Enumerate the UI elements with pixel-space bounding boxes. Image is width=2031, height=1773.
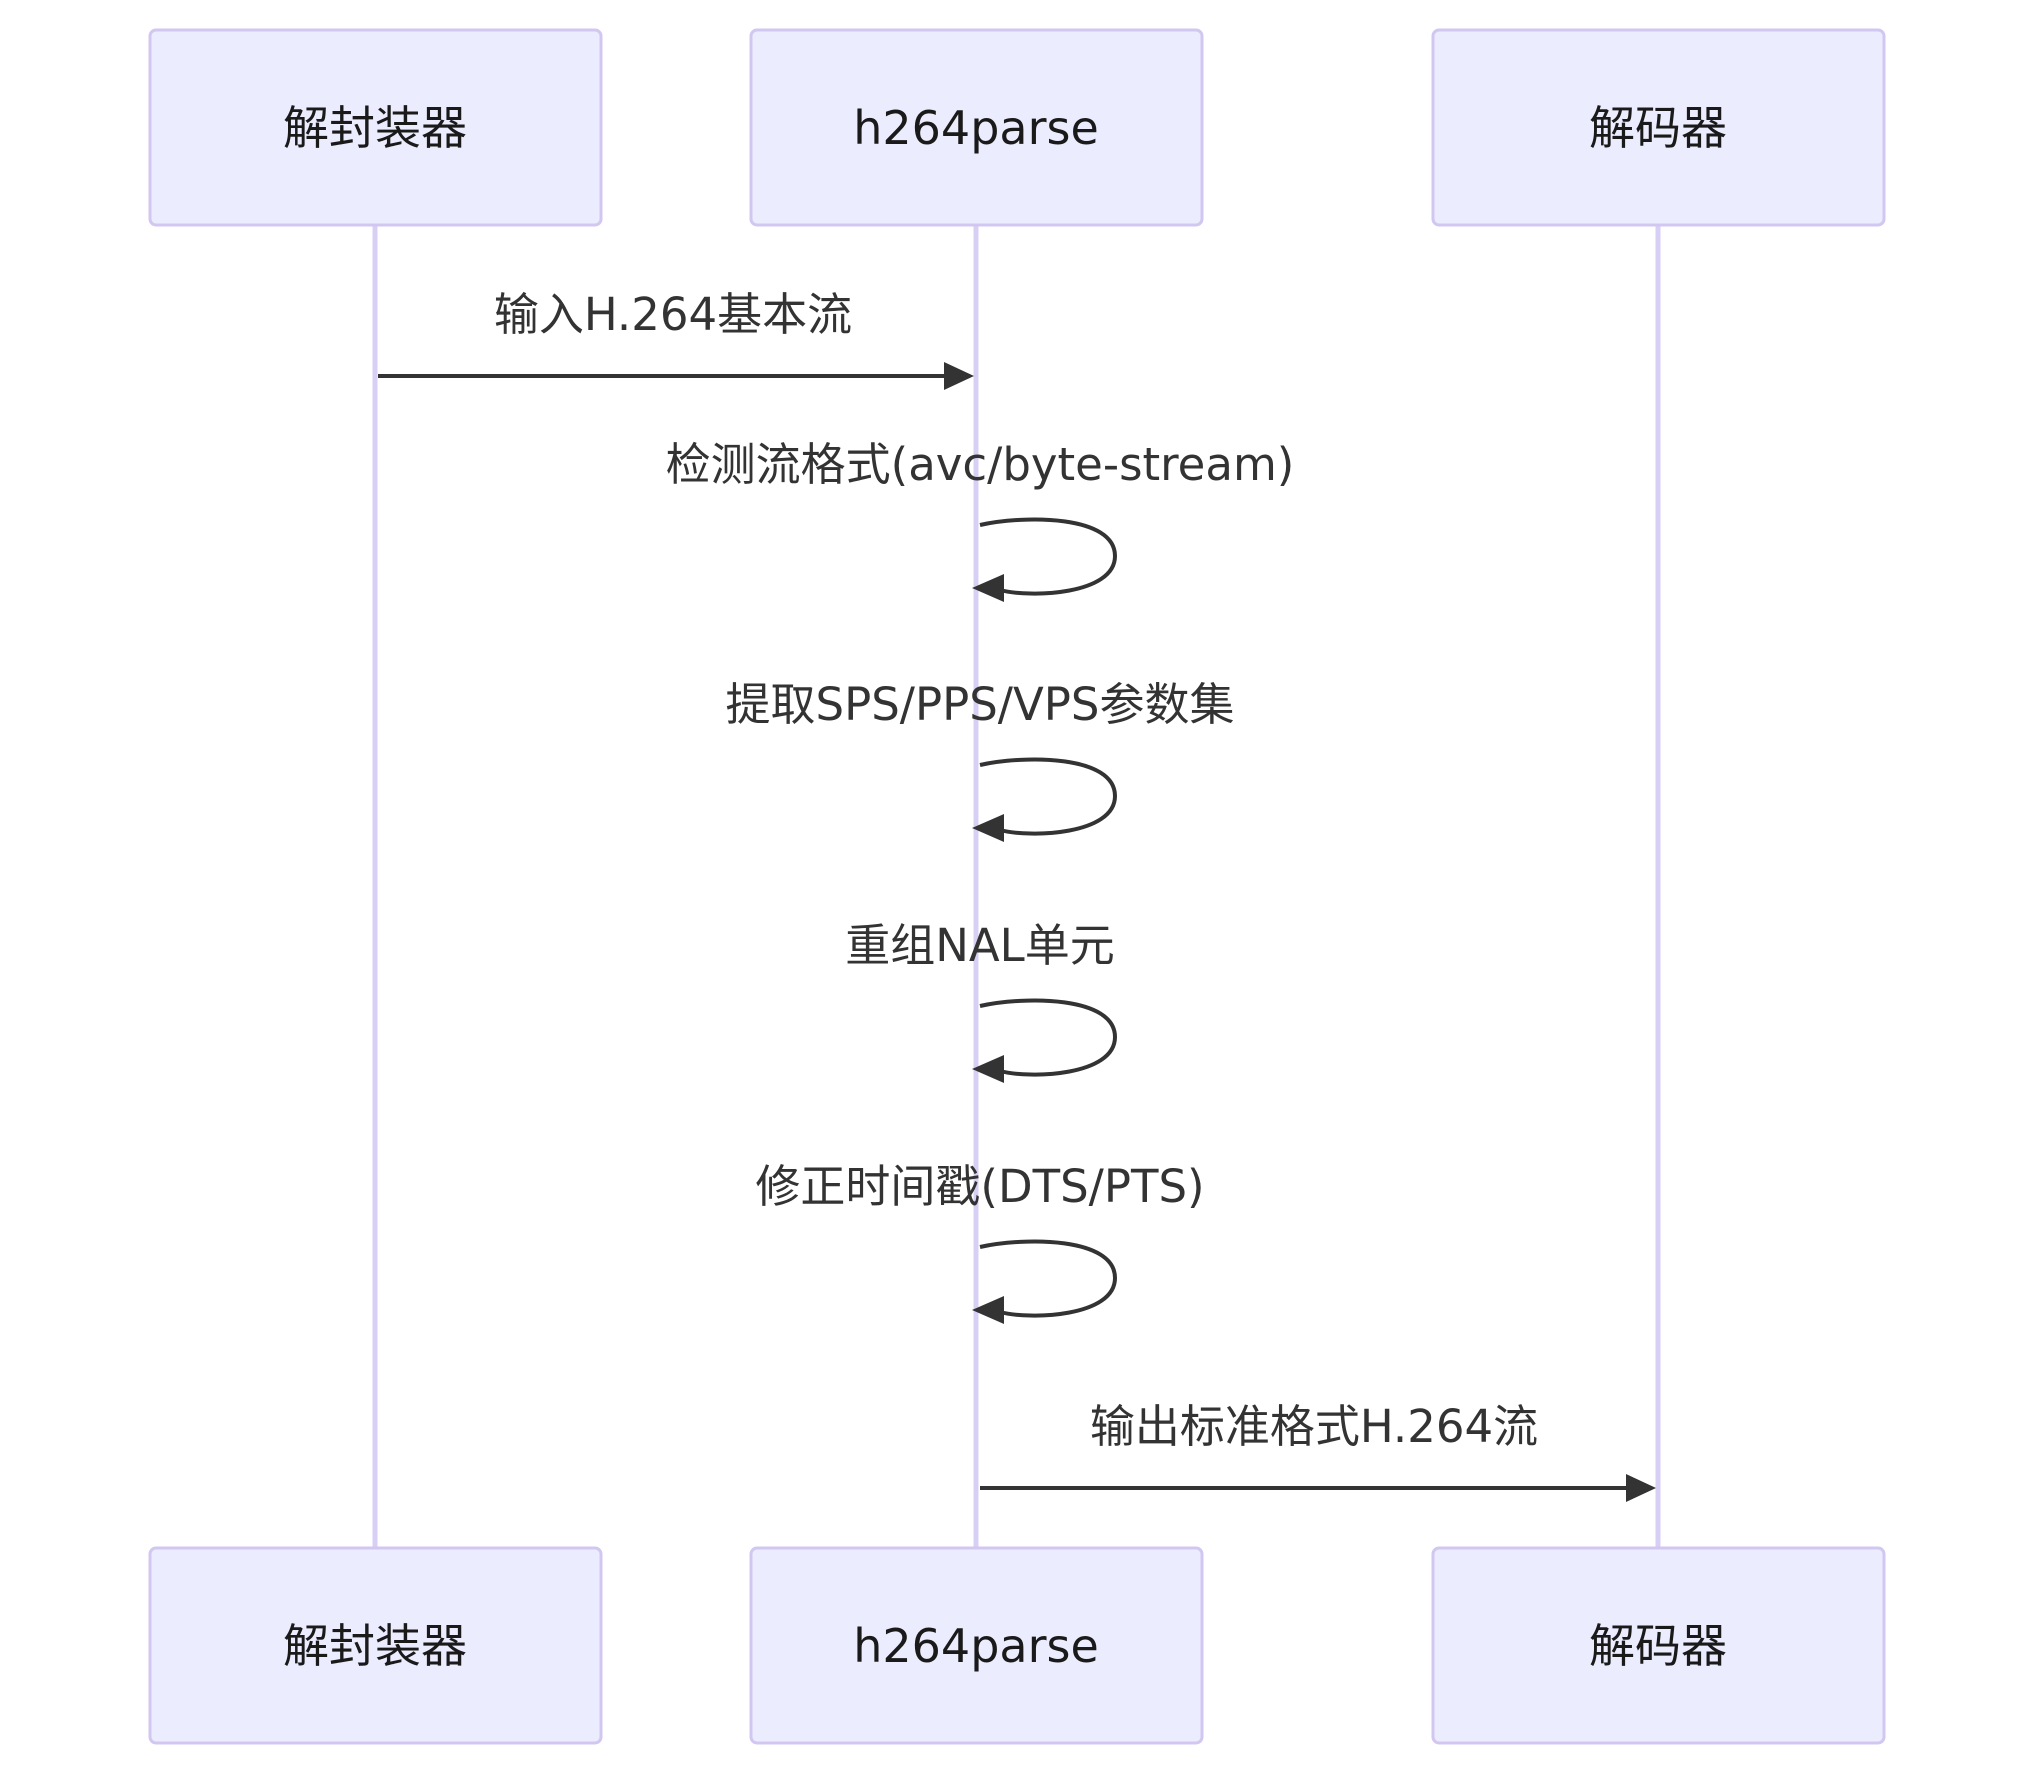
participant-top-decoder: 解码器	[1431, 28, 1886, 227]
self-loop-arrowhead	[972, 1055, 1004, 1083]
message-output-stream: 输出标准格式H.264流	[980, 1400, 1656, 1502]
self-message-extract-params: 提取SPS/PPS/VPS参数集	[726, 678, 1235, 842]
participant-top-parser: h264parse	[749, 28, 1204, 227]
self-message-reassemble-nal: 重组NAL单元	[845, 919, 1118, 1083]
message-arrowhead	[944, 362, 974, 390]
participant-top-demux: 解封装器	[148, 28, 603, 227]
participant-label: 解封装器	[283, 1619, 467, 1673]
participant-label: 解码器	[1589, 101, 1727, 155]
message-label: 检测流格式(avc/byte-stream)	[666, 438, 1295, 491]
self-message-detect-format: 检测流格式(avc/byte-stream)	[666, 438, 1295, 602]
message-label: 提取SPS/PPS/VPS参数集	[726, 678, 1235, 731]
participant-label: 解封装器	[283, 101, 467, 155]
participant-bottom-decoder: 解码器	[1431, 1546, 1886, 1745]
self-loop-arrowhead	[972, 814, 1004, 842]
message-label: 输入H.264基本流	[494, 288, 852, 341]
self-loop-line	[979, 757, 1118, 836]
participant-bottom-demux: 解封装器	[148, 1546, 603, 1745]
participant-label: h264parse	[853, 101, 1099, 155]
self-loop-line	[979, 998, 1118, 1077]
self-loop-arrowhead	[972, 1296, 1004, 1324]
message-label: 修正时间戳(DTS/PTS)	[755, 1160, 1204, 1213]
message-input-stream: 输入H.264基本流	[378, 288, 974, 390]
self-loop-line	[979, 517, 1118, 596]
message-label: 输出标准格式H.264流	[1090, 1400, 1538, 1453]
message-arrowhead	[1626, 1474, 1656, 1502]
participant-label: 解码器	[1589, 1619, 1727, 1673]
self-loop-line	[979, 1239, 1118, 1318]
self-loop-arrowhead	[972, 574, 1004, 602]
message-label: 重组NAL单元	[845, 919, 1115, 972]
participant-bottom-parser: h264parse	[749, 1546, 1204, 1745]
participant-label: h264parse	[853, 1619, 1099, 1673]
self-message-fix-timestamps: 修正时间戳(DTS/PTS)	[755, 1160, 1205, 1324]
